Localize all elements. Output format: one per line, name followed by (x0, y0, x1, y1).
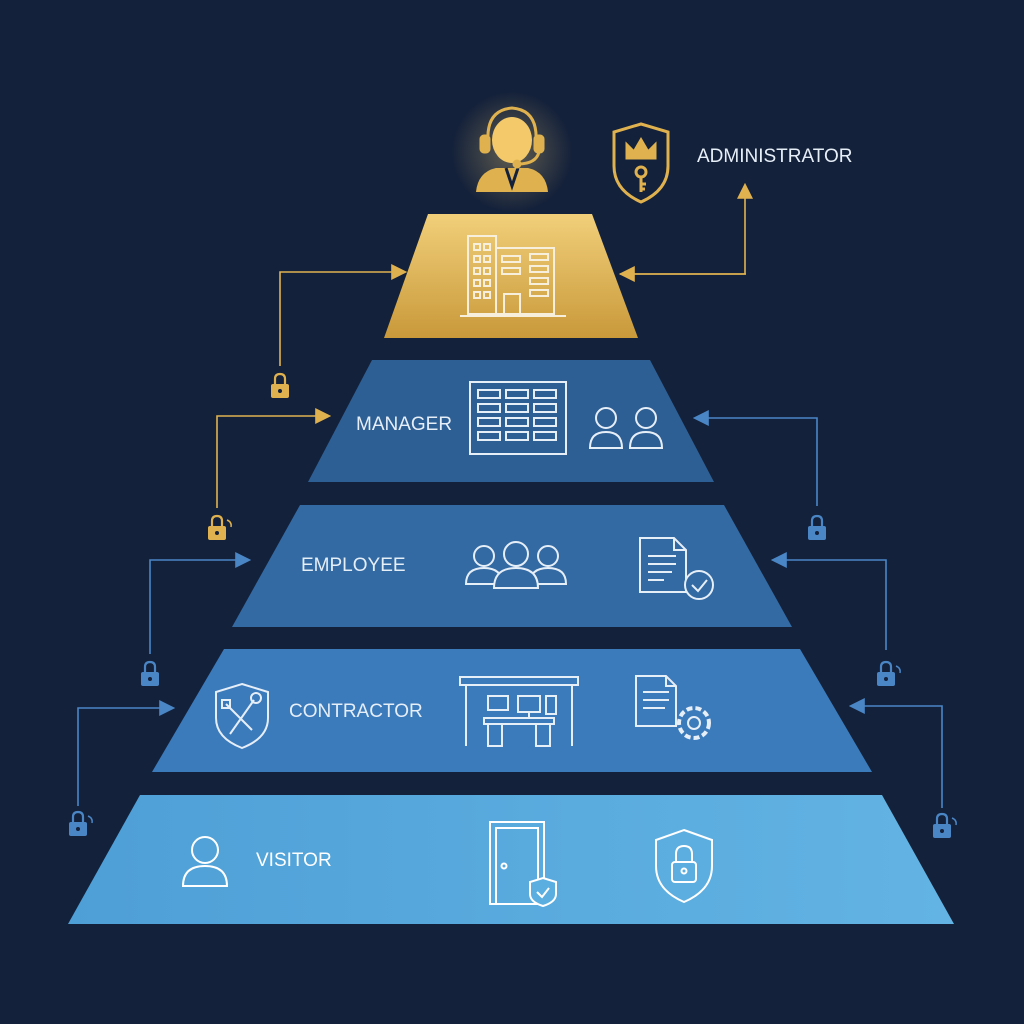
padlock-refresh-icon (69, 810, 93, 836)
workstation-icon (459, 676, 579, 747)
padlock-icon (141, 660, 159, 686)
document-gear-icon (635, 675, 711, 740)
connector-left-contractor (77, 700, 176, 806)
connector-left-employee (149, 552, 252, 654)
door-shield-icon (489, 821, 557, 908)
employee-label: EMPLOYEE (301, 555, 406, 576)
connector-right-manager (692, 410, 818, 506)
padlock-icon (271, 372, 289, 398)
document-check-icon (639, 537, 714, 600)
connector-right-employee (770, 552, 887, 650)
padlock-refresh-icon (877, 660, 901, 686)
office-building-icon (460, 235, 566, 317)
support-agent-icon (476, 106, 548, 192)
user-group-icon (464, 541, 568, 589)
connector-right-admin (618, 182, 753, 282)
visitor-label: VISITOR (256, 850, 332, 871)
connector-right-contractor (848, 698, 943, 808)
server-grid-icon (469, 381, 567, 455)
tier-visitor (68, 795, 954, 924)
padlock-refresh-icon (933, 812, 957, 838)
manager-label: MANAGER (356, 414, 452, 435)
connector-left-manager (216, 408, 332, 508)
two-users-icon (588, 407, 664, 449)
tier-administrator (384, 214, 638, 338)
crown-key-shield-icon (612, 122, 670, 204)
padlock-refresh-icon (208, 514, 232, 540)
lock-shield-icon (655, 828, 713, 904)
administrator-label: ADMINISTRATOR (697, 146, 853, 167)
contractor-label: CONTRACTOR (289, 701, 423, 722)
padlock-icon (808, 514, 826, 540)
tier-contractor (152, 649, 872, 772)
user-icon (181, 836, 229, 887)
connector-left-admin (279, 264, 408, 366)
tier-manager (308, 360, 714, 482)
wrench-shield-icon (215, 682, 269, 750)
